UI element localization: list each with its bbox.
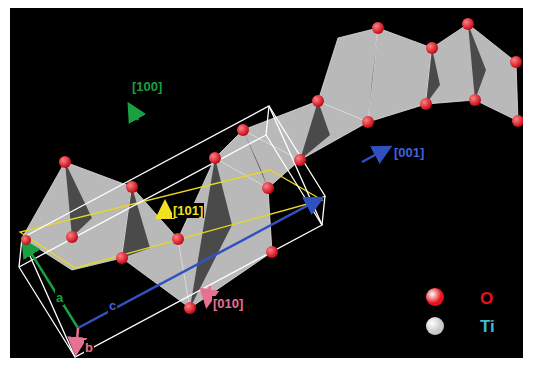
axis-label: a xyxy=(55,290,64,305)
background-panel: [100] [101] [001] [010] a c b O Ti xyxy=(10,8,523,358)
direction-label: [101] xyxy=(172,203,204,218)
legend-swatch xyxy=(426,288,444,306)
direction-label: [100] xyxy=(131,79,163,94)
legend-text: O xyxy=(480,289,493,308)
legend-text: Ti xyxy=(480,317,495,336)
legend-swatch xyxy=(426,317,444,335)
axis-label: c xyxy=(108,298,117,313)
axis-label: b xyxy=(84,340,94,355)
direction-label: [001] xyxy=(393,145,425,160)
crystal-illustration xyxy=(10,8,523,358)
direction-label: [010] xyxy=(212,296,244,311)
